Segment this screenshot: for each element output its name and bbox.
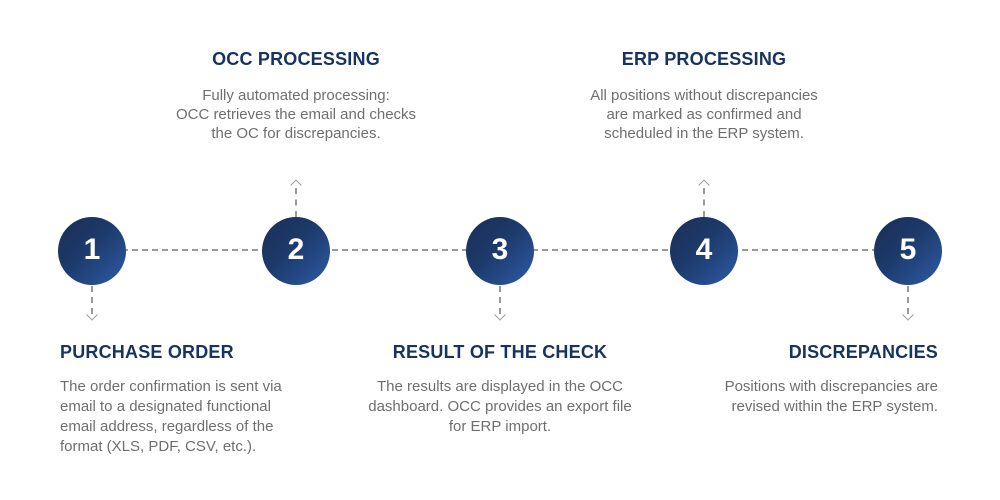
step-3-textblock: RESULT OF THE CHECK The results are disp… — [350, 341, 650, 437]
description-line: revised within the ERP system. — [731, 398, 938, 415]
description-line: dashboard. OCC provides an export file — [368, 398, 632, 415]
description-line: the OC for discrepancies. — [211, 125, 381, 142]
step-3-title: RESULT OF THE CHECK — [392, 342, 608, 362]
step-3-number: 3 — [491, 233, 509, 266]
arrow-down-icon — [902, 309, 914, 321]
arrow-down-icon — [86, 309, 98, 321]
connector-down-step-1 — [91, 286, 93, 314]
arrow-up-icon — [698, 179, 710, 191]
arrow-down-icon — [494, 309, 506, 321]
description-line: are marked as confirmed and — [606, 106, 802, 123]
description-line: format (XLS, PDF, CSV, etc.). — [60, 438, 257, 455]
step-2-number: 2 — [287, 233, 305, 266]
connector-up-step-2 — [295, 188, 297, 217]
step-5-description: Positions with discrepancies are revised… — [678, 377, 938, 417]
description-line: Positions with discrepancies are — [724, 378, 938, 395]
step-4-circle: 4 — [670, 217, 738, 285]
description-line: Fully automated processing: — [202, 87, 390, 104]
step-5-number: 5 — [899, 233, 917, 266]
step-2-circle: 2 — [262, 217, 330, 285]
arrow-up-icon — [290, 179, 302, 191]
description-line: The order confirmation is sent via — [60, 378, 282, 395]
description-line: OCC retrieves the email and checks — [175, 106, 417, 123]
description-line: email to a designated functional — [60, 398, 271, 415]
step-3-circle: 3 — [466, 217, 534, 285]
connector-down-step-3 — [499, 286, 501, 314]
description-line: scheduled in the ERP system. — [604, 125, 804, 142]
connector-up-step-4 — [703, 188, 705, 217]
step-5-title: DISCREPANCIES — [788, 342, 938, 362]
step-4-number: 4 — [695, 233, 713, 266]
step-1-number: 1 — [83, 233, 101, 266]
step-4-description: All positions without discrepancies are … — [564, 86, 844, 143]
step-5-textblock: DISCREPANCIES Positions with discrepanci… — [678, 341, 938, 417]
step-2-textblock: OCC PROCESSING Fully automated processin… — [156, 48, 436, 143]
step-3-description: The results are displayed in the OCC das… — [350, 377, 650, 437]
step-1-circle: 1 — [58, 217, 126, 285]
step-2-description: Fully automated processing: OCC retrieve… — [156, 86, 436, 143]
connector-down-step-5 — [907, 286, 909, 314]
step-1-title: PURCHASE ORDER — [60, 342, 234, 362]
step-1-description: The order confirmation is sent via email… — [60, 377, 310, 457]
description-line: All positions without discrepancies — [590, 87, 818, 104]
step-2-title: OCC PROCESSING — [212, 49, 380, 69]
step-4-title: ERP PROCESSING — [621, 49, 787, 69]
description-line: The results are displayed in the OCC — [377, 378, 623, 395]
description-line: email address, regardless of the — [60, 418, 274, 435]
step-5-circle: 5 — [874, 217, 942, 285]
description-line: for ERP import. — [448, 418, 552, 435]
step-4-textblock: ERP PROCESSING All positions without dis… — [564, 48, 844, 143]
step-1-textblock: PURCHASE ORDER The order confirmation is… — [60, 341, 310, 457]
